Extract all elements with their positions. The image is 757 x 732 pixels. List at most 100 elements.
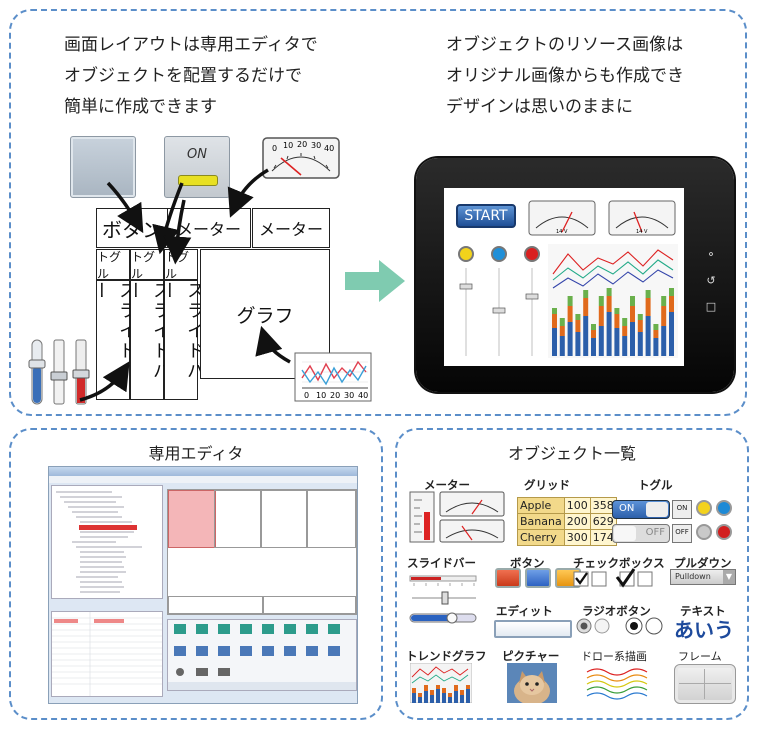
grid-cell: Banana [517,513,565,530]
slider-samples [409,575,477,624]
decor-bar [454,691,458,703]
text-sample: あいう [674,618,734,642]
decor-bar [637,314,643,320]
decor-bar [424,685,428,691]
layout-toggle-box-1: トグル [96,249,130,281]
on-button-sample: ON [164,136,230,198]
decor-bar [552,308,557,314]
tablet-screen: START 14 V 14 V [444,188,684,366]
svg-text:20: 20 [297,140,307,149]
grid-cell: 174 [589,529,617,546]
decor-bar [645,316,651,356]
svg-text:40: 40 [358,391,368,400]
decor-bar [622,318,628,326]
drawing-sample [586,668,648,700]
label-toggle: トグル [638,478,673,492]
flow-arrows [79,168,291,402]
svg-text:20: 20 [330,391,340,400]
layout-slider-box-3: スライドバー [158,280,205,400]
objects-title: オブジェクト一覧 [507,444,636,463]
lamp-gray-icon [696,524,712,540]
editor-tree-pane [51,485,163,599]
decor-bar [448,693,452,697]
grid-cell: Cherry [517,529,565,546]
decor-bar [598,296,604,306]
editor-toolbox [167,619,357,691]
label-pulldown: プルダウン [674,556,732,570]
grid-cell: Apple [517,497,565,514]
tablet-meter-2: 14 V [608,200,676,236]
decor-bar [606,312,612,356]
on-indicator-bar [178,175,218,186]
decor-bar [412,688,416,693]
label-checkbox: チェックボックス [573,556,665,570]
toolbox-icons [168,624,356,690]
editor-panel [9,428,383,720]
decor-bar [552,328,557,356]
label-picture: ピクチャー [502,649,560,663]
toggle-small-off: OFF [672,524,692,543]
label-radio: ラジオボタン [582,604,651,618]
slider-pictures [28,339,90,405]
decor-bar [418,697,422,703]
on-label: ON [187,147,207,162]
svg-text:10: 10 [316,391,326,400]
svg-text:14 V: 14 V [636,229,648,235]
decor-bar [591,330,596,338]
label-slider: スライドバー [407,556,476,570]
square-icon: □ [705,300,717,313]
decor-bar [622,336,628,356]
editor-screenshot [48,466,358,704]
tablet-chart [548,244,678,358]
chevron-down-icon: ▼ [723,570,735,584]
canvas-selected-cell [168,490,216,548]
decor-bar [653,330,659,338]
settings-icon: ⚬ [706,248,716,261]
frame-sample [674,664,736,704]
label-frame: フレーム [678,650,722,663]
label-button: ボタン [510,556,545,570]
label-drawing: ドロー系描画 [581,650,647,663]
sample-button-red [495,568,521,588]
svg-text:40: 40 [324,144,334,153]
label-grid: グリッド [524,478,570,492]
decor-bar [583,298,589,316]
meter-picture: 0 10 20 30 40 [262,137,340,179]
grid-cell: 300 [563,529,591,546]
tablet-meter-1: 14 V [528,200,596,236]
decor-bar [567,296,573,306]
decor-bar [454,685,458,691]
gray-button-sample [70,136,136,198]
decor-bar [661,326,667,356]
svg-text:0: 0 [272,144,277,153]
decor-bar [567,322,573,356]
label-edit: エディット [496,604,553,618]
decor-bar [645,298,651,316]
decor-bar [448,697,452,703]
decor-bar [418,693,422,697]
label-trend: トレンドグラフ [406,649,487,663]
decor-bar [442,688,446,693]
edit-sample[interactable] [494,620,572,638]
label-text: テキスト [680,604,726,618]
lamp-blue-icon [716,500,732,516]
decor-bar [598,306,604,326]
grid-cell: 629 [589,513,617,530]
decor-bar [430,695,434,703]
decor-bar [591,338,596,356]
decor-bar [583,316,589,356]
pulldown-sample[interactable]: Pulldown ▼ [670,569,736,585]
meter-samples [409,491,505,543]
decor-bar [567,306,573,322]
intro-right-text: オブジェクトのリソース画像は オリジナル画像からも作成でき デザインは思いのまま… [446,35,684,117]
decor-bar [669,288,674,296]
decor-bar [622,326,628,336]
decor-bar [460,690,464,695]
editor-title: 専用エディタ [148,444,244,463]
picture-sample-cat-icon [507,663,557,703]
decor-bar [614,308,620,314]
editor-titlebar [49,467,357,476]
